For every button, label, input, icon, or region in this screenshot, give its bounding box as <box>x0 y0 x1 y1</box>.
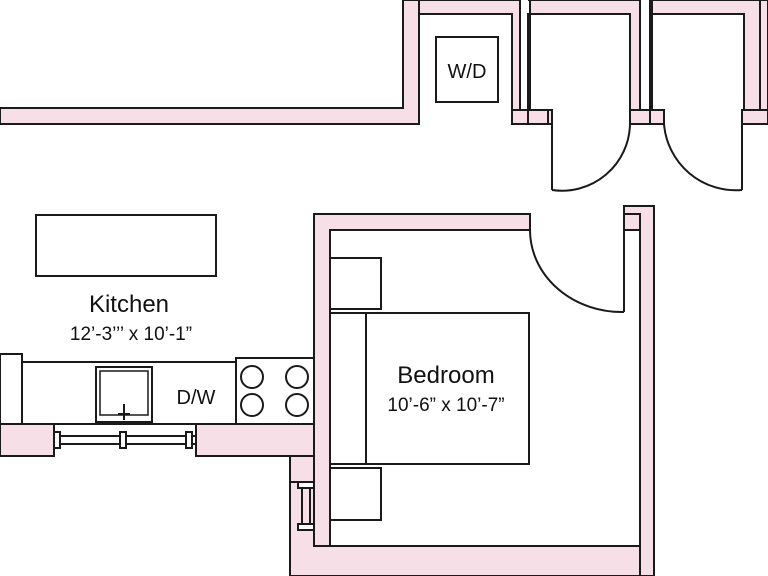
bed <box>329 312 530 465</box>
kitchen-window <box>53 431 196 449</box>
dishwasher-label: D/W <box>177 387 216 409</box>
bedroom-label: Bedroom <box>397 362 494 389</box>
upper-walls <box>0 0 768 125</box>
bedroom-furniture <box>329 257 530 521</box>
nightstand-top <box>329 257 382 310</box>
kitchen-counter <box>0 353 237 425</box>
washer-dryer-label: W/D <box>448 61 487 83</box>
kitchen-label: Kitchen <box>89 291 169 318</box>
closet-doors <box>551 123 743 192</box>
kitchen-island <box>35 214 217 277</box>
stove <box>235 357 315 425</box>
bedroom-window <box>297 481 315 531</box>
nightstand-bottom <box>329 467 382 521</box>
bedroom-dimensions: 10’-6” x 10’-7” <box>387 395 504 416</box>
bedroom-door <box>529 229 625 314</box>
bedroom-walls <box>289 205 655 576</box>
kitchen-dimensions: 12’-3’’’ x 10’-1” <box>70 324 192 345</box>
washer-dryer: W/D <box>435 36 499 103</box>
